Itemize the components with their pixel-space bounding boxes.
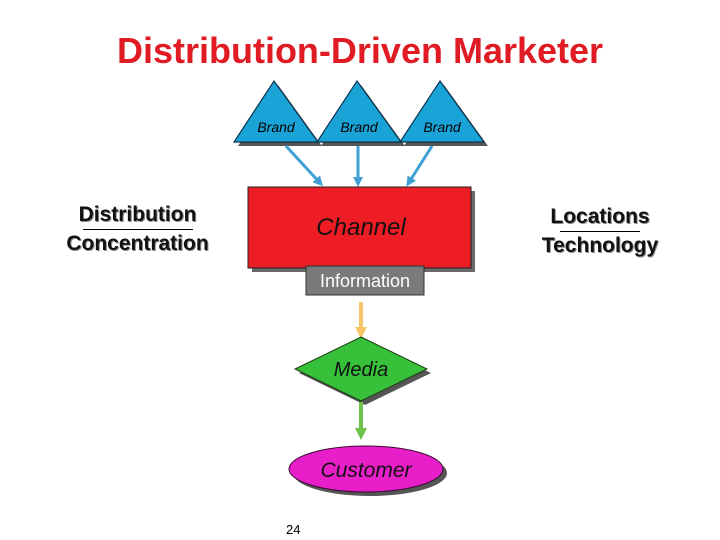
locations-technology-label: Locations Technology <box>520 203 680 260</box>
left-label-line2: Concentration <box>66 232 209 255</box>
arrow-brand3-channel <box>406 145 434 187</box>
right-label-line1: Locations <box>550 205 650 228</box>
page-number: 24 <box>286 522 301 537</box>
brand-node-1: Brand <box>232 79 322 146</box>
information-label: Information <box>320 271 410 291</box>
brand-node-2: Brand <box>315 79 405 146</box>
customer-label: Customer <box>320 459 412 482</box>
page-title: Distribution-Driven Marketer <box>116 30 604 71</box>
left-label-rule <box>82 229 193 230</box>
channel-box: Channel <box>247 186 475 272</box>
distribution-concentration-label: Distribution Concentration <box>50 201 225 258</box>
brand-label-3: Brand <box>423 119 462 135</box>
media-diamond: Media <box>293 336 431 405</box>
left-label-line1: Distribution <box>78 203 197 226</box>
right-label-line2: Technology <box>541 234 659 257</box>
arrow-brand1-channel <box>284 144 324 187</box>
brand-label-2: Brand <box>340 119 379 135</box>
media-label: Media <box>334 359 388 381</box>
right-label-rule <box>560 231 640 232</box>
information-box: Information <box>305 265 425 296</box>
channel-label: Channel <box>316 214 406 241</box>
brand-node-3: Brand <box>398 79 488 146</box>
brand-label-1: Brand <box>257 119 296 135</box>
customer-ellipse: Customer <box>288 445 447 496</box>
